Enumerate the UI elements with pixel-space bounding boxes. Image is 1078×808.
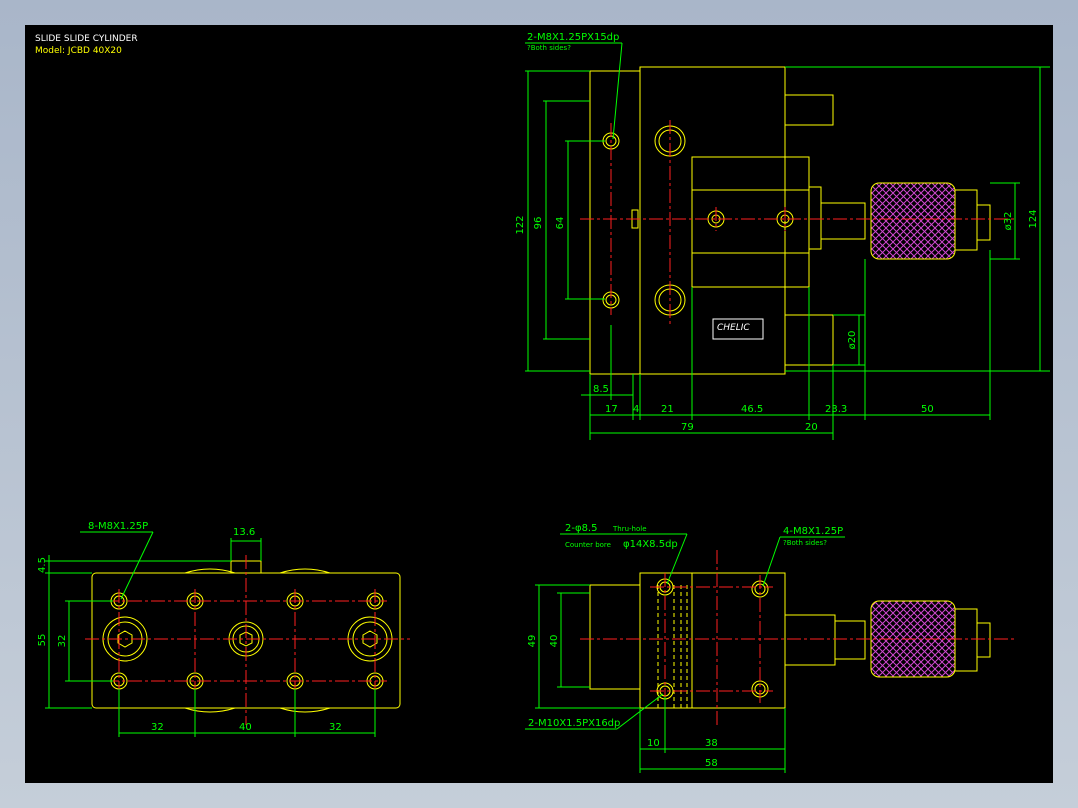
dim-38: 38 bbox=[705, 738, 718, 749]
dim-32-right: 32 bbox=[329, 722, 342, 733]
dim-dia32: ø32 bbox=[1003, 212, 1014, 231]
dim-40: 40 bbox=[239, 722, 252, 733]
dim-32-left: 32 bbox=[151, 722, 164, 733]
dim-21: 21 bbox=[661, 404, 674, 415]
model-label: Model: JCBD 40X20 bbox=[35, 46, 122, 56]
side-note-thru-hole-b: Thru-hole bbox=[612, 525, 647, 533]
side-view-centerlines bbox=[580, 550, 1015, 725]
dim-4: 4 bbox=[633, 404, 639, 415]
top-view-centerlines bbox=[580, 120, 1015, 325]
side-view: 2-φ8.5 Thru-hole Counter bore φ14X8.5dp … bbox=[525, 523, 1015, 773]
top-view-dimensions bbox=[525, 42, 1050, 440]
front-view-dimensions bbox=[45, 531, 376, 737]
dim-49: 49 bbox=[527, 635, 538, 648]
dim-23-3: 23.3 bbox=[825, 404, 847, 415]
side-note-counterbore: Counter bore bbox=[565, 541, 611, 549]
front-view-centerlines bbox=[85, 555, 410, 725]
dim-17: 17 bbox=[605, 404, 618, 415]
dim-40-vertical: 40 bbox=[549, 635, 560, 648]
knurled-knob bbox=[870, 182, 956, 260]
dim-50: 50 bbox=[921, 404, 934, 415]
top-note-both-sides: ?Both sides? bbox=[527, 44, 571, 52]
drawing-title: SLIDE SLIDE CYLINDER bbox=[35, 34, 138, 44]
dim-dia20: ø20 bbox=[847, 331, 858, 350]
front-view: 8-M8X1.25P 13.6 4.5 55 32 32 40 32 bbox=[37, 521, 410, 737]
dim-8-5: 8.5 bbox=[593, 384, 609, 395]
dim-122: 122 bbox=[515, 215, 526, 234]
cad-drawing: SLIDE SLIDE CYLINDER Model: JCBD 40X20 bbox=[35, 32, 1050, 773]
side-note-thru-hole: 2-φ8.5 bbox=[565, 523, 597, 534]
top-view: CHELIC bbox=[515, 32, 1050, 440]
dim-4-5: 4.5 bbox=[37, 557, 48, 573]
dim-20: 20 bbox=[805, 422, 818, 433]
dim-64: 64 bbox=[555, 217, 566, 230]
drawing-canvas: SLIDE SLIDE CYLINDER Model: JCBD 40X20 bbox=[25, 25, 1053, 783]
side-note-thread: 4-M8X1.25P bbox=[783, 526, 843, 537]
dim-79: 79 bbox=[681, 422, 694, 433]
side-note-m10: 2-M10X1.5PX16dp bbox=[528, 718, 620, 729]
side-view-dimensions bbox=[525, 533, 845, 773]
front-note-thread: 8-M8X1.25P bbox=[88, 521, 148, 532]
side-note-both-sides: ?Both sides? bbox=[783, 539, 827, 547]
dim-13-6: 13.6 bbox=[233, 527, 255, 538]
brand-label: CHELIC bbox=[717, 323, 750, 333]
dim-55: 55 bbox=[37, 634, 48, 647]
top-note-thread: 2-M8X1.25PX15dp bbox=[527, 32, 619, 43]
side-note-counterbore-b: φ14X8.5dp bbox=[623, 539, 678, 550]
dim-46-5: 46.5 bbox=[741, 404, 763, 415]
dim-32-vertical: 32 bbox=[57, 635, 68, 648]
dim-124: 124 bbox=[1028, 209, 1039, 228]
dim-10: 10 bbox=[647, 738, 660, 749]
brand-plate bbox=[712, 318, 764, 340]
dim-58: 58 bbox=[705, 758, 718, 769]
dim-96: 96 bbox=[533, 217, 544, 230]
